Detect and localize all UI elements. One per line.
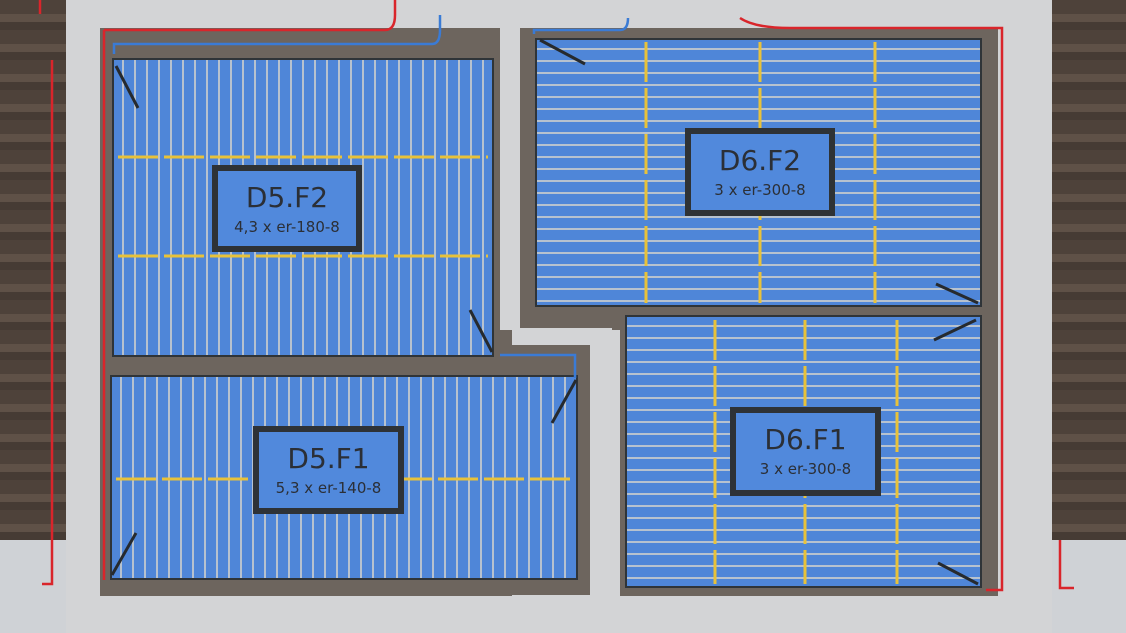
zone-label-d5-f2: D5.F2 4,3 x er-180-8 <box>212 165 362 252</box>
zone-id: D5.F1 <box>287 442 370 475</box>
zone-label-d6-f1: D6.F1 3 x er-300-8 <box>730 407 881 496</box>
wood-floor-left <box>0 0 66 540</box>
zone-id: D6.F1 <box>764 423 847 456</box>
wood-floor-right <box>1052 0 1126 540</box>
zone-spec: 5,3 x er-140-8 <box>275 479 382 497</box>
zone-id: D5.F2 <box>245 181 329 214</box>
zone-spec: 3 x er-300-8 <box>714 181 806 199</box>
zone-spec: 4,3 x er-180-8 <box>234 218 340 236</box>
zone-label-d6-f2: D6.F2 3 x er-300-8 <box>685 128 835 216</box>
zone-id: D6.F2 <box>718 144 802 177</box>
inner-wall-lower <box>590 330 620 600</box>
zone-label-d5-f1: D5.F1 5,3 x er-140-8 <box>253 426 404 514</box>
zone-spec: 3 x er-300-8 <box>759 460 852 478</box>
inner-wall <box>500 20 520 330</box>
